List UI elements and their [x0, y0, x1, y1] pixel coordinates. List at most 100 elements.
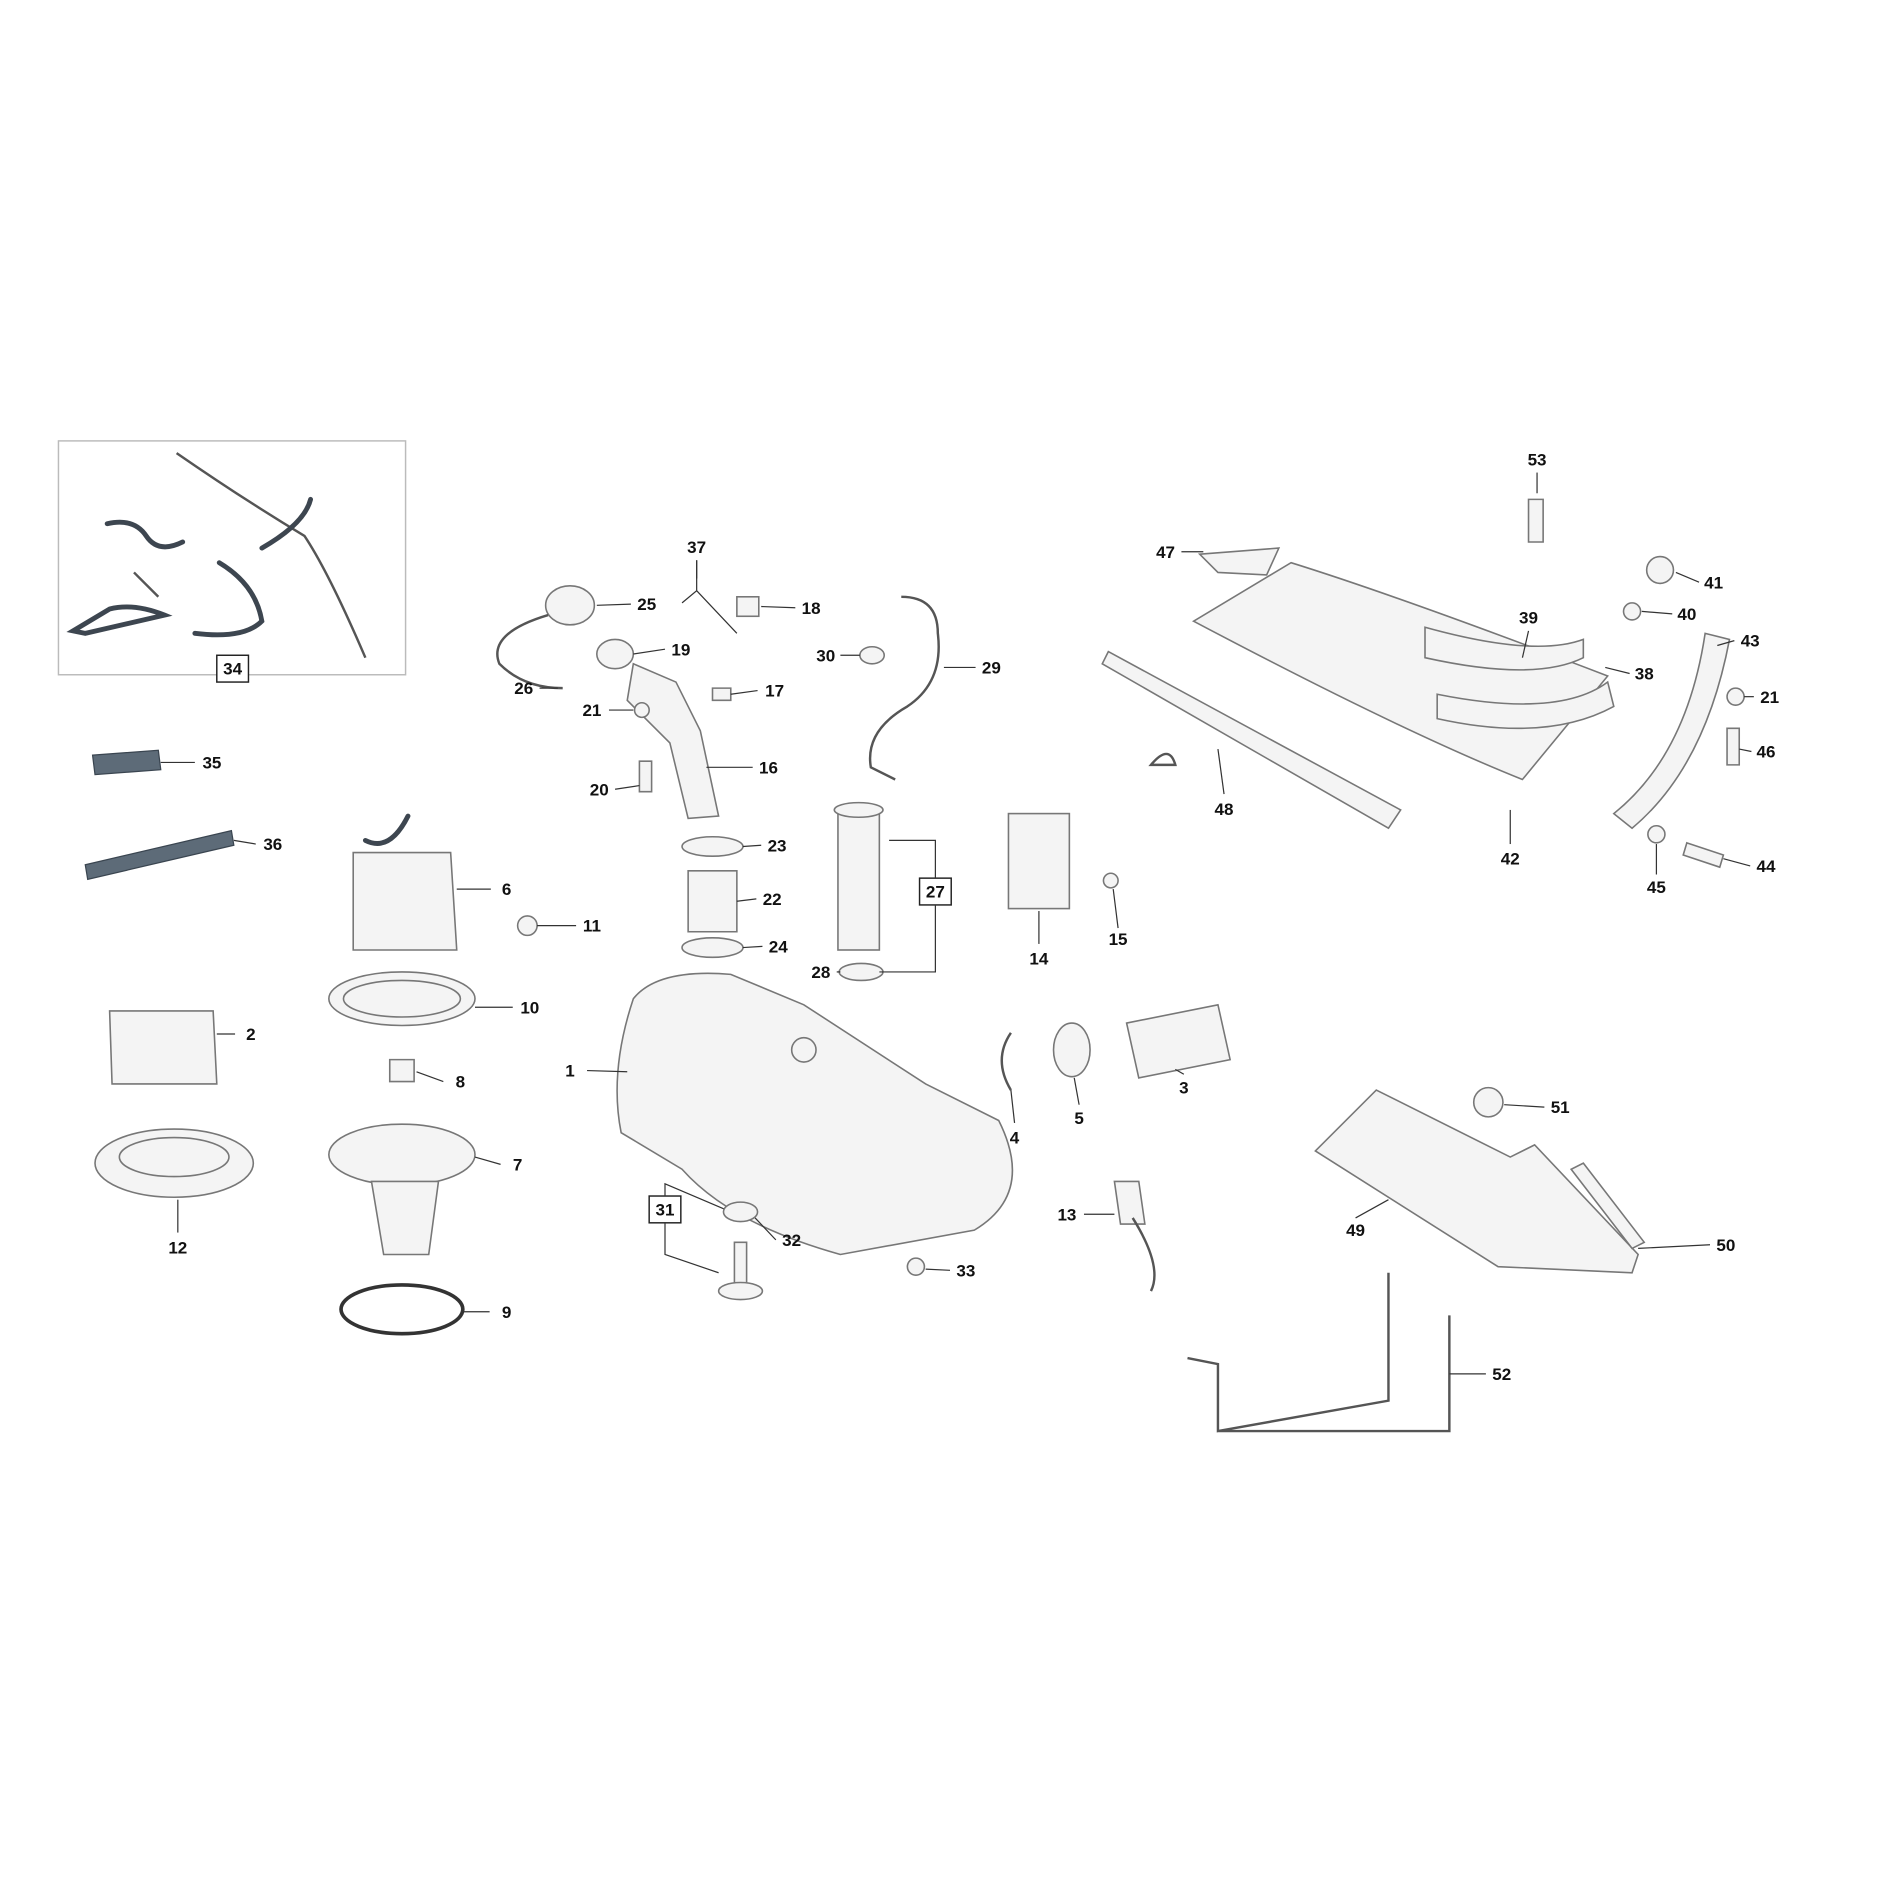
leader-line [1675, 571, 1700, 583]
leader-line [1521, 630, 1530, 658]
leader-line [633, 648, 666, 655]
module-14 [1007, 812, 1071, 910]
leader-line [233, 839, 256, 845]
callout-number: 25 [637, 595, 656, 614]
callout-number: 37 [687, 538, 706, 557]
leader-line [596, 603, 631, 606]
callout-number: 26 [514, 679, 533, 698]
leader-line [614, 784, 640, 790]
callout-number: 36 [263, 835, 282, 854]
callout: 50 [1638, 1236, 1735, 1255]
callout: 20 [590, 780, 640, 799]
callout-number: 10 [520, 998, 539, 1017]
callout: 52 [1449, 1365, 1511, 1384]
callout-number: 18 [802, 599, 821, 618]
callout-number: 47 [1156, 543, 1175, 562]
callout: 2 [216, 1025, 256, 1044]
callout: 19 [633, 640, 690, 659]
callout: 37 [687, 538, 706, 579]
callout-number: 43 [1741, 632, 1760, 651]
callout-number: 12 [168, 1238, 187, 1257]
callout: 38 [1605, 665, 1654, 684]
callout-number: 28 [811, 963, 830, 982]
leader-line [736, 898, 757, 902]
callout: 15 [1109, 889, 1128, 949]
callout-number: 40 [1677, 605, 1696, 624]
callout-number: 42 [1501, 850, 1520, 869]
callout: 3 [1175, 1068, 1189, 1098]
callout: 25 [596, 595, 656, 614]
callout-number: 22 [763, 890, 782, 909]
boxed-callout-frame [648, 1195, 682, 1224]
callout: 1 [565, 1062, 628, 1081]
callout: 13 [1057, 1205, 1115, 1224]
callout-number: 15 [1109, 930, 1128, 949]
boxed-callout-frame [216, 654, 250, 683]
callout: 39 [1519, 609, 1538, 658]
boxed-callout-frame [918, 877, 952, 906]
callout: 26 [514, 679, 558, 698]
callout: 49 [1346, 1199, 1389, 1240]
callout: 36 [233, 835, 282, 854]
leader-line [1717, 640, 1735, 647]
callout-number: 1 [565, 1062, 574, 1081]
gasket-36 [84, 829, 235, 881]
callout: 10 [474, 998, 539, 1017]
filler-neck-parts [496, 560, 760, 959]
leader-line [474, 1156, 501, 1165]
callout-number: 3 [1179, 1079, 1188, 1098]
callout: 30 [816, 646, 860, 665]
leader-line [1739, 748, 1752, 753]
leader-line [1217, 748, 1225, 795]
callout-number: 9 [502, 1303, 511, 1322]
callout: 33 [925, 1261, 975, 1280]
callout-number: 50 [1716, 1236, 1735, 1255]
callout-number: 2 [246, 1025, 255, 1044]
leader-line [1504, 1104, 1545, 1108]
tank-shields-and-straps [1101, 498, 1745, 869]
callout: 21 [1744, 688, 1779, 707]
callout: 53 [1528, 450, 1547, 494]
callout-number: 30 [816, 646, 835, 665]
boxed-callout-number: 27 [926, 883, 945, 902]
callout-number: 49 [1346, 1221, 1365, 1240]
callout-number: 46 [1757, 743, 1776, 762]
callout-number: 23 [768, 836, 787, 855]
pump-and-module-parts [1000, 812, 1232, 1292]
callout: 41 [1675, 571, 1723, 592]
boxed-callout-number: 34 [223, 660, 242, 679]
callout: 7 [474, 1155, 522, 1174]
callout-number: 4 [1010, 1129, 1020, 1148]
callout-number: 6 [502, 880, 511, 899]
callout-number: 21 [582, 701, 601, 720]
callout: 22 [736, 890, 782, 909]
leader-line [1073, 1077, 1080, 1105]
callout-number: 48 [1215, 800, 1234, 819]
callout-number: 11 [583, 917, 601, 936]
callout: 21 [582, 701, 634, 720]
callout-number: 19 [671, 640, 690, 659]
leader-line [1175, 1068, 1185, 1075]
leader-line [742, 844, 762, 848]
callout-number: 24 [769, 937, 788, 956]
callout-number: 20 [590, 780, 609, 799]
leader-line [925, 1268, 951, 1271]
callout: 47 [1156, 543, 1204, 562]
callout: 40 [1641, 605, 1696, 624]
leader-line [1010, 1089, 1016, 1124]
callout-number: 8 [456, 1073, 465, 1092]
callout-number: 32 [782, 1231, 801, 1250]
callout-number: 35 [202, 754, 221, 773]
leader-line [1605, 666, 1630, 675]
gasket-35 [91, 749, 162, 776]
callout-number: 14 [1029, 950, 1048, 969]
callout: 35 [160, 754, 221, 773]
callout-number: 41 [1704, 573, 1723, 592]
callout: 6 [456, 880, 511, 899]
leader-line [416, 1071, 444, 1083]
callout-number: 29 [982, 659, 1001, 678]
callout: 9 [462, 1303, 511, 1322]
